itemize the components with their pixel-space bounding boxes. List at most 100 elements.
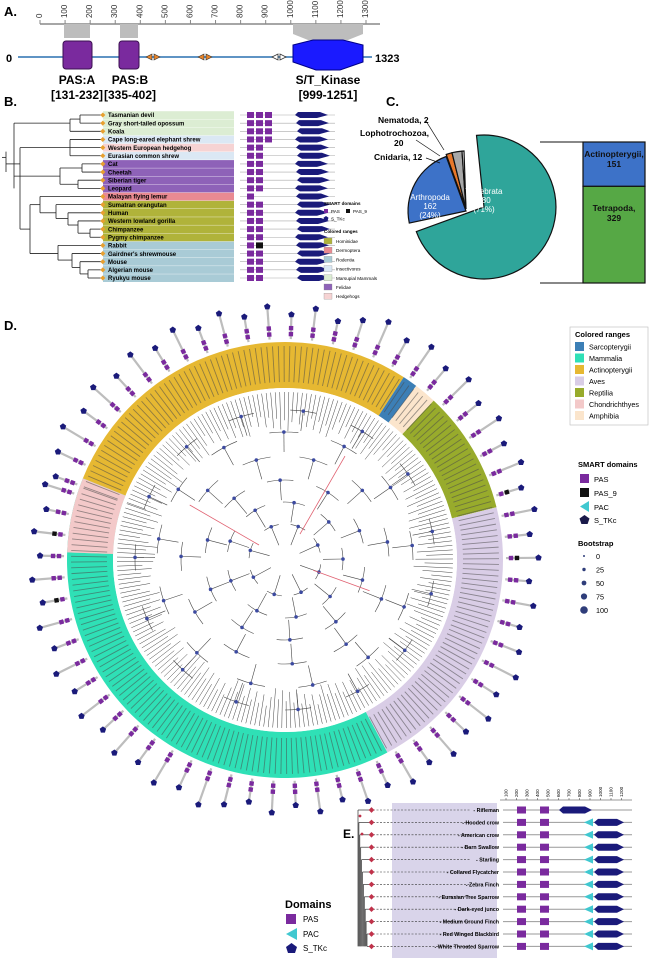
tree-branch bbox=[267, 697, 272, 728]
pas-glyph bbox=[310, 333, 315, 339]
stkc-glyph bbox=[442, 365, 449, 372]
species-name: - Medium Ground Finch bbox=[440, 920, 499, 926]
panel-b-tree bbox=[2, 114, 101, 279]
leaf-label bbox=[75, 594, 111, 603]
species-name: - Eurasian Tree Sparrow bbox=[438, 895, 500, 901]
tetrapoda-segment bbox=[582, 185, 646, 284]
leaf-label bbox=[336, 355, 348, 390]
leaf-label bbox=[154, 389, 178, 419]
tree-branch bbox=[235, 634, 246, 652]
stkc-glyph bbox=[78, 712, 85, 719]
tree-branch bbox=[117, 552, 155, 555]
pas-domain bbox=[517, 930, 526, 938]
leaf-label bbox=[303, 347, 308, 384]
leaf-label bbox=[74, 521, 110, 529]
range-label: Reptilia bbox=[589, 389, 613, 398]
leaf-diamond bbox=[368, 943, 375, 950]
tree-branch bbox=[136, 481, 167, 498]
leaf-label bbox=[84, 622, 119, 637]
leaf-label bbox=[427, 666, 457, 689]
pas-glyph bbox=[336, 782, 342, 789]
tree-branch bbox=[350, 689, 361, 711]
leaf-label bbox=[217, 729, 230, 764]
pas-glyph bbox=[313, 781, 319, 787]
leaf-label bbox=[360, 720, 377, 754]
tree-branch bbox=[156, 451, 173, 466]
d-ranges-legend: Colored ranges SarcopterygiiMammaliaActi… bbox=[569, 326, 649, 426]
leaf-label bbox=[121, 421, 150, 446]
tree-branch bbox=[274, 392, 277, 419]
bootstrap-dot bbox=[179, 554, 183, 559]
stkc-glyph bbox=[531, 505, 538, 512]
species-name: Rabbit bbox=[108, 244, 127, 250]
range-swatch bbox=[323, 293, 333, 300]
tree-branch bbox=[178, 489, 196, 501]
stkc-domain bbox=[296, 193, 329, 200]
tree-branch bbox=[405, 484, 436, 500]
leaf-label bbox=[399, 395, 424, 425]
stkc-domain bbox=[297, 250, 330, 257]
panel-b-label: B. bbox=[4, 94, 17, 109]
leaf-label bbox=[455, 610, 491, 622]
pas-glyph bbox=[180, 348, 187, 355]
tree-branch bbox=[343, 574, 363, 581]
stkc-glyph bbox=[264, 303, 271, 310]
tree-branch bbox=[408, 500, 443, 515]
bootstrap-label: 75 bbox=[596, 593, 604, 602]
tree-branch bbox=[378, 668, 395, 688]
stkc-glyph bbox=[526, 530, 533, 537]
leaf-label bbox=[424, 670, 453, 694]
tree-branch bbox=[179, 429, 203, 459]
leaf-label bbox=[277, 346, 280, 383]
pas-glyph bbox=[507, 533, 513, 539]
species-name: - Dark-eyed junco bbox=[455, 907, 500, 913]
pas-glyph bbox=[292, 783, 298, 789]
pas-domain bbox=[517, 880, 526, 888]
bootstrap-swatch bbox=[582, 567, 586, 572]
panel-d: D. Colored ranges SarcopterygiiMammaliaA… bbox=[4, 303, 649, 816]
tree-branch bbox=[162, 444, 180, 461]
species-band bbox=[103, 160, 234, 168]
leaf-label bbox=[449, 479, 484, 494]
bootstrap-dot bbox=[357, 528, 362, 533]
bootstrap-dot bbox=[248, 681, 253, 686]
stkc-glyph bbox=[516, 623, 523, 630]
leaf-label bbox=[457, 601, 494, 611]
tree-branch bbox=[122, 516, 147, 524]
leaf-label bbox=[136, 404, 163, 432]
stkc-domain bbox=[295, 112, 328, 118]
tree-branch bbox=[163, 653, 188, 677]
tree-branch bbox=[254, 702, 260, 726]
tree-branch bbox=[235, 682, 243, 702]
bootstrap-dot bbox=[299, 590, 303, 595]
leaf-diamond bbox=[100, 226, 106, 232]
pas-glyph bbox=[352, 342, 358, 348]
b-smart-title: SMART domains bbox=[324, 201, 361, 206]
leaf-label bbox=[91, 635, 125, 653]
pas-glyph bbox=[470, 432, 477, 439]
stkc-glyph bbox=[512, 674, 519, 681]
bootstrap-dot bbox=[205, 538, 210, 542]
pas-glyph bbox=[496, 468, 503, 475]
node-dot bbox=[358, 814, 362, 818]
leaf-label bbox=[77, 604, 113, 615]
bootstrap-swatch bbox=[583, 555, 585, 557]
tree-branch bbox=[232, 684, 245, 720]
stkc-glyph bbox=[364, 797, 372, 804]
pas-domain bbox=[256, 217, 263, 224]
leaf-label bbox=[76, 509, 112, 520]
tree-branch bbox=[413, 480, 434, 492]
bootstrap-dot bbox=[253, 508, 257, 513]
tree-branch bbox=[426, 554, 453, 556]
pas-glyph bbox=[97, 698, 105, 705]
tetrapoda-label: Tetrapoda, bbox=[593, 203, 636, 213]
pas-glyph bbox=[504, 598, 510, 604]
stkc-glyph bbox=[500, 440, 508, 447]
tree-branch bbox=[154, 650, 175, 667]
pas-glyph bbox=[430, 727, 437, 734]
range-swatch bbox=[323, 256, 333, 263]
leaf-diamond bbox=[100, 193, 106, 200]
tree-branch bbox=[201, 413, 213, 434]
leaf-label bbox=[90, 470, 124, 487]
